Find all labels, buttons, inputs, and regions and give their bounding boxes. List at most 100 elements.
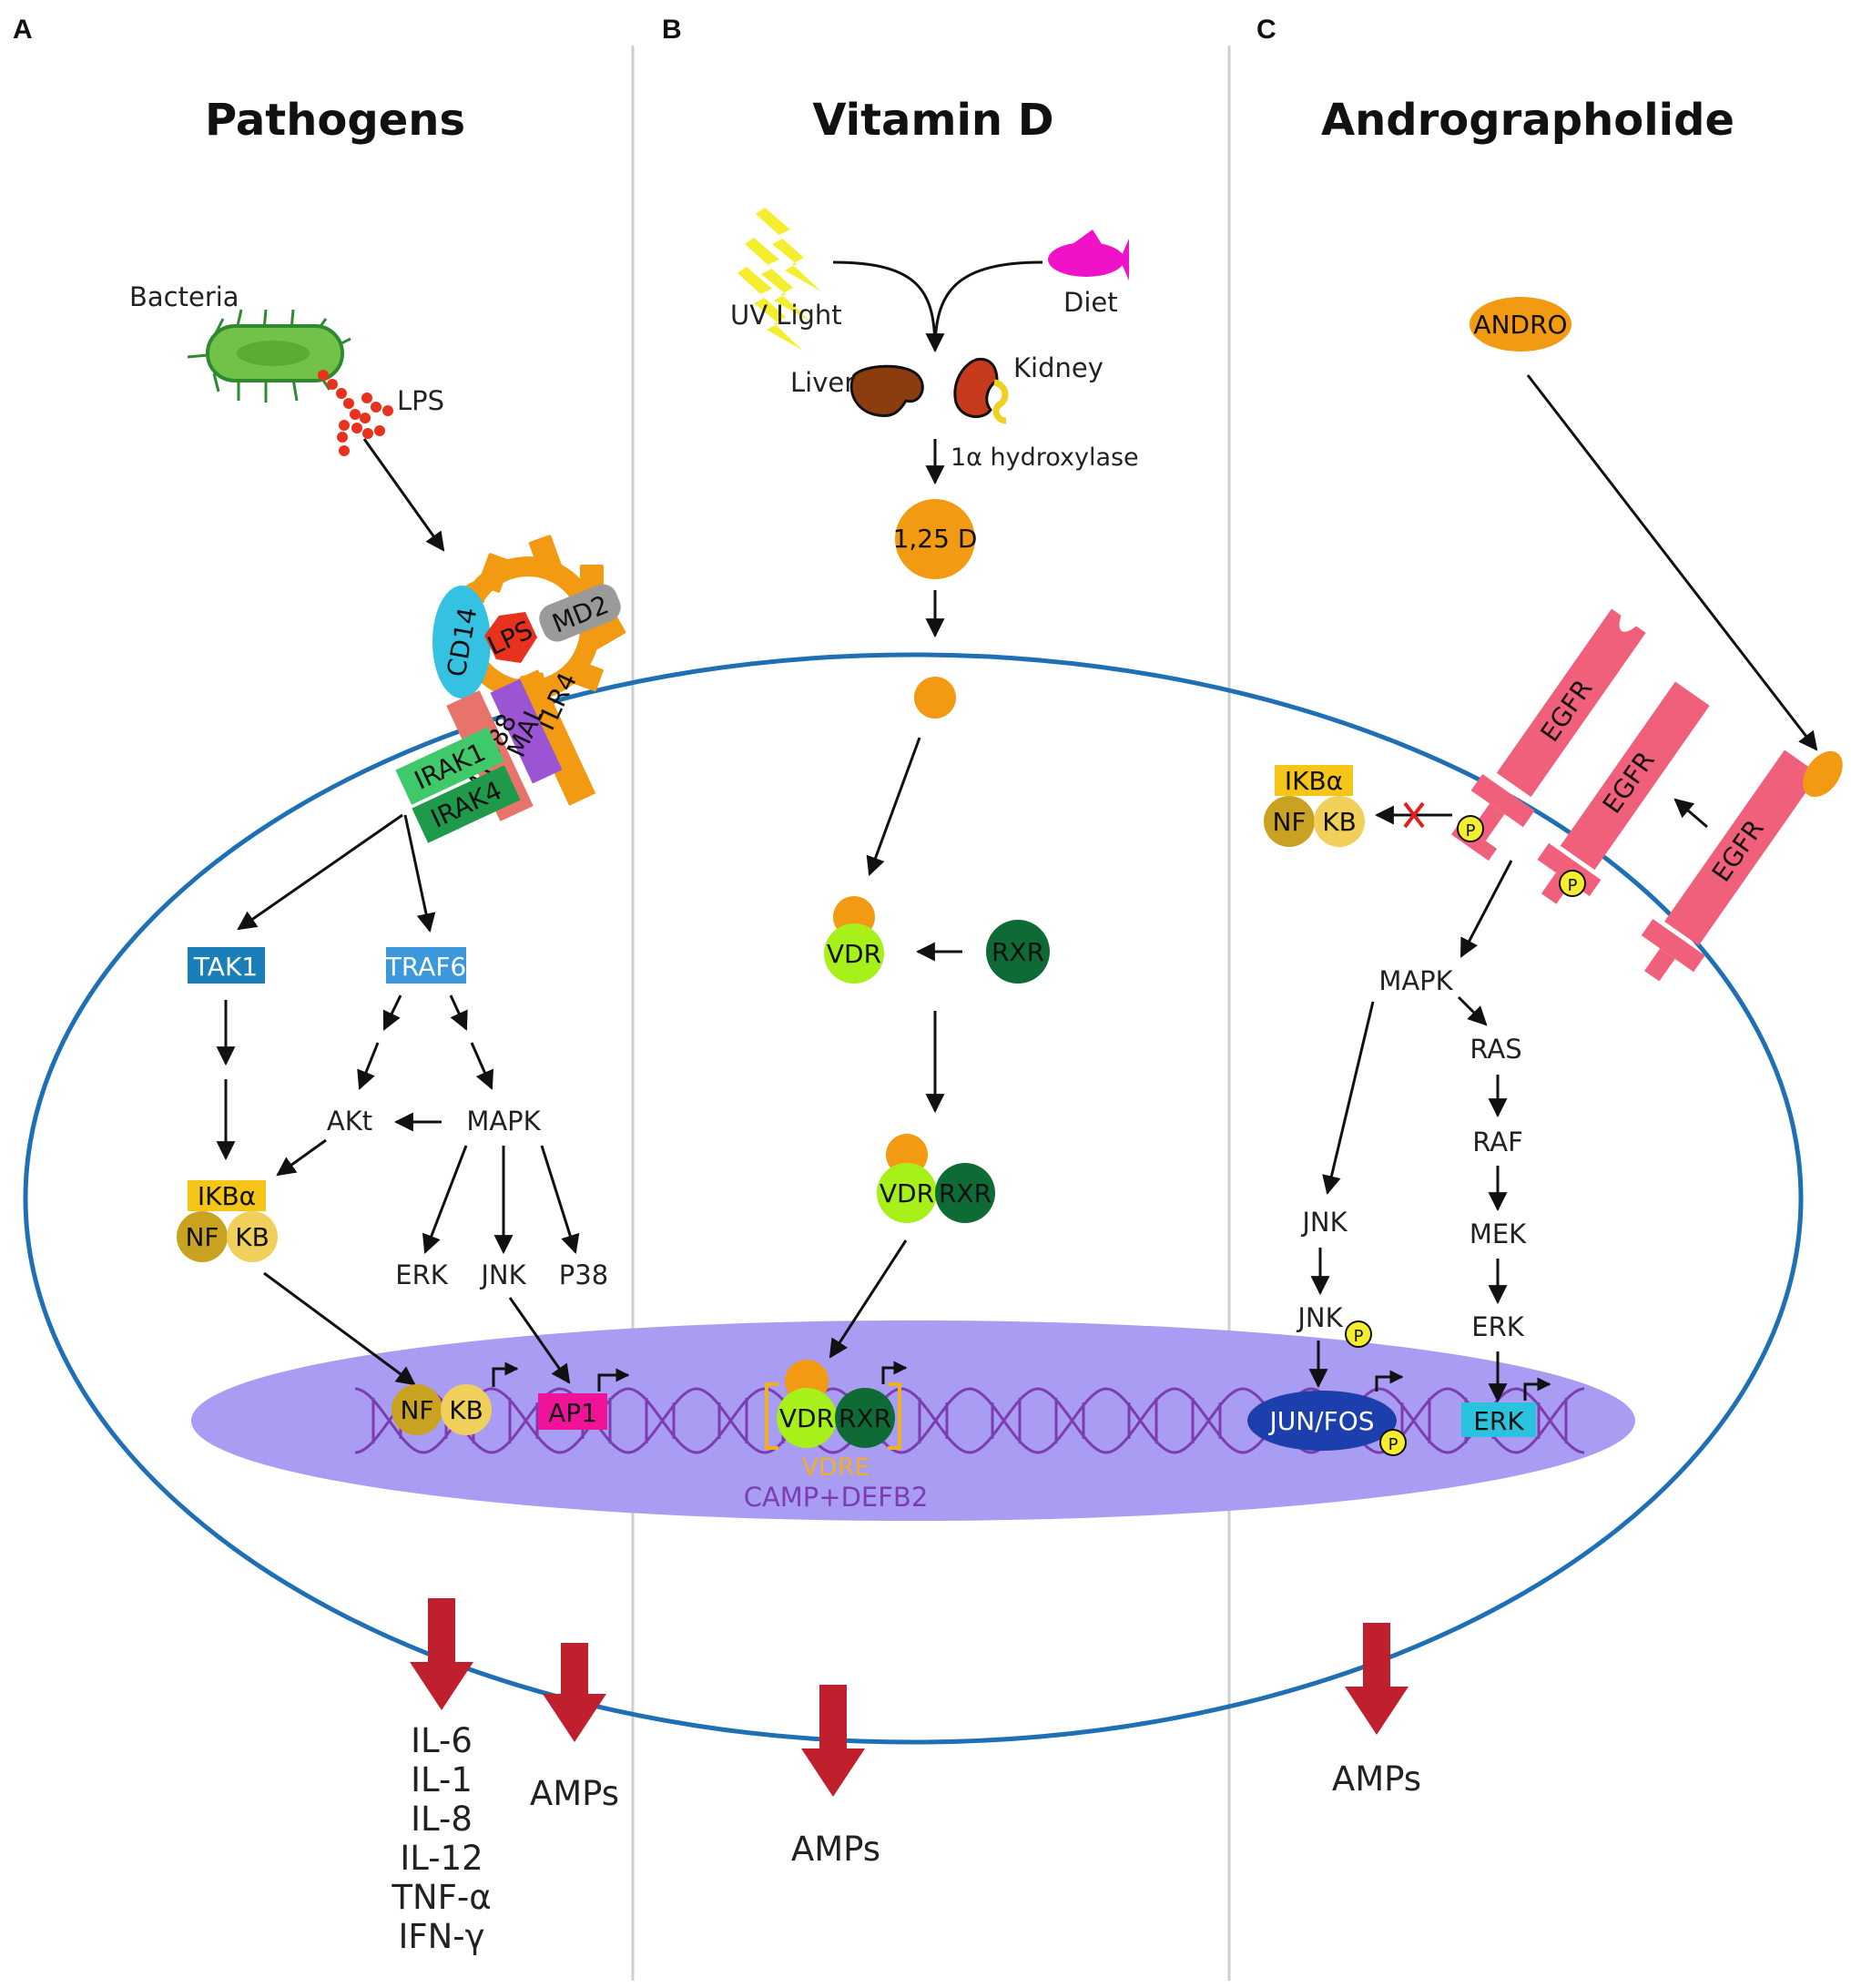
amps-output-arrow-a (543, 1643, 606, 1742)
panel-letter-b: B (662, 15, 682, 45)
cytokine-il12: IL-12 (400, 1839, 483, 1878)
ikba-box-c (1275, 765, 1353, 796)
tss-arrow-ap1 (597, 1368, 630, 1392)
arrow-traf6-to-mapk-1 (449, 994, 468, 1031)
andro-molecule (1470, 297, 1571, 352)
jnk-label-a: JNK (479, 1259, 526, 1290)
tak1-label: TAK1 (193, 952, 258, 982)
kb-subunit-c (1314, 796, 1365, 847)
amps-output-arrow-b (801, 1685, 865, 1797)
vdre-label: VDRE (801, 1453, 870, 1482)
erk-label-a: ERK (395, 1259, 448, 1290)
raf-label: RAF (1472, 1127, 1523, 1157)
phospho-jnk-label: P (1354, 1327, 1364, 1346)
cytokine-output-arrow (410, 1598, 473, 1710)
hydroxylase-label: 1α hydroxylase (951, 443, 1139, 472)
cytokine-il6: IL-6 (411, 1721, 473, 1760)
andro-label: ANDRO (1473, 310, 1567, 340)
cytokine-tnfa: TNF-α (391, 1878, 491, 1917)
kb-label-c: KB (1322, 807, 1357, 837)
calcitriol-label: 1,25 D (893, 524, 978, 554)
arrow-mapk-to-jnk-c (1322, 1001, 1375, 1196)
irak4-protein (412, 765, 521, 843)
arrow-mapk-to-erk (422, 1145, 468, 1254)
nuc-erk-box (1461, 1402, 1536, 1437)
nuc-nf-label: NF (400, 1395, 433, 1425)
inhibition-x-icon (1403, 801, 1425, 829)
phospho-egfr-1 (1457, 815, 1484, 842)
panel-letter-c: C (1256, 15, 1276, 45)
phospho-junfos (1379, 1429, 1407, 1456)
nf-subunit-a (177, 1211, 228, 1262)
ikba-label-a: IKBα (198, 1181, 256, 1211)
arrow-mapk-to-p38 (540, 1145, 580, 1255)
traf6-box (386, 947, 466, 984)
md2-protein (539, 584, 621, 642)
mapk-label-a: MAPK (466, 1106, 541, 1137)
tss-arrow-junfos (1375, 1370, 1404, 1392)
nuc-rxr-protein (835, 1388, 895, 1448)
arrow-irak-to-tak1 (237, 813, 403, 931)
tss-arrow-vdre (881, 1361, 908, 1384)
p38-label: P38 (559, 1259, 608, 1290)
nuc-kb-subunit (441, 1384, 492, 1435)
liver-label: Liver (790, 367, 855, 398)
arrow-jnk-to-ap1 (508, 1297, 571, 1384)
uv-light-label: UV Light (730, 300, 842, 331)
panel-letter-a: A (13, 15, 33, 45)
phospho-junfos-label: P (1388, 1435, 1398, 1454)
vdr-protein (824, 923, 884, 984)
cell-membrane (23, 652, 1804, 1745)
tlr4-receptor-complex: CD14 LPS MD2 TLR4 MAL MYD88 IRAK1 IRAK4 (395, 535, 626, 843)
cd14-protein (432, 586, 491, 698)
tlr4-protein (511, 669, 596, 806)
jnk-p-label: JNK (1296, 1302, 1343, 1333)
tak1-box (188, 947, 265, 984)
nuc-vdr-label: VDR (779, 1403, 834, 1433)
ikba-label-c: IKBα (1285, 766, 1343, 796)
ap1-box (538, 1393, 607, 1430)
ras-label: RAS (1470, 1034, 1521, 1065)
arrow-uv-to-liver (832, 260, 945, 353)
phospho-jnk (1345, 1320, 1372, 1348)
kb-label-a: KB (235, 1222, 270, 1252)
rxr-protein (986, 920, 1050, 984)
kidney-label: Kidney (1013, 352, 1103, 383)
vdr-label: VDR (827, 939, 881, 969)
nf-label-c: NF (1272, 807, 1306, 837)
liver-icon (849, 364, 924, 417)
irak1-protein (395, 727, 504, 805)
cytokine-il8: IL-8 (411, 1799, 473, 1839)
panel-title-andrographolide: Andrographolide (1321, 95, 1734, 146)
arrow-calcitriol-to-vdr (866, 737, 921, 876)
erk-label-c: ERK (1471, 1311, 1524, 1342)
arrow-akt-to-ikba (276, 1138, 327, 1177)
nuc-vdr-protein (777, 1388, 837, 1448)
kb-subunit-a (227, 1211, 278, 1262)
akt-label: AKt (327, 1106, 372, 1137)
bacteria-label: Bacteria (129, 281, 239, 312)
fish-icon (1048, 229, 1129, 280)
lps-bound-protein (484, 612, 537, 663)
calcitriol-intracellular (914, 677, 956, 719)
arrow-lps-to-receptor (362, 438, 445, 552)
cytokine-il1: IL-1 (411, 1760, 473, 1799)
nf-label-a: NF (185, 1222, 219, 1252)
lps-label: LPS (397, 385, 444, 416)
jnk-label-c: JNK (1300, 1207, 1348, 1238)
arrow-andro-to-egfr (1526, 374, 1818, 751)
jun-fos-label: JUN/FOS (1267, 1406, 1374, 1436)
nuc-rxr-label: RXR (839, 1403, 891, 1433)
mapk-label-c: MAPK (1378, 965, 1453, 996)
rxr-protein-dimer (935, 1163, 995, 1223)
egfr-receptor-3 (1641, 749, 1819, 982)
traf6-label: TRAF6 (385, 952, 467, 982)
arrow-egfr-to-mapk (1459, 860, 1513, 958)
amps-label-b: AMPs (791, 1830, 880, 1869)
arrow-mapk-to-ras (1457, 995, 1488, 1026)
mek-label: MEK (1470, 1218, 1527, 1249)
phospho-egfr-2 (1559, 870, 1586, 897)
amps-label-a: AMPs (530, 1774, 619, 1813)
bacteria-icon (187, 309, 351, 403)
